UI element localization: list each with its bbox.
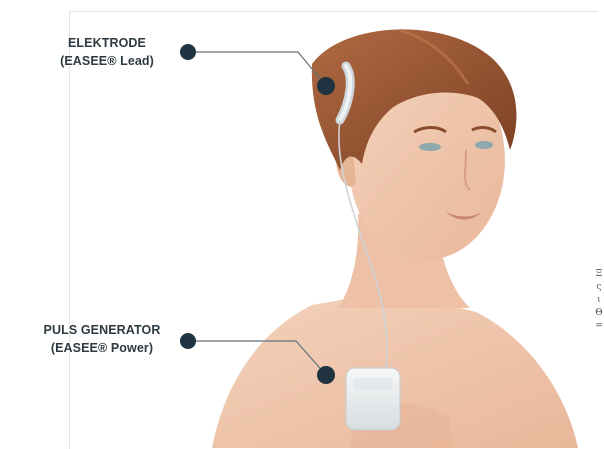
pulse-generator-screen bbox=[353, 378, 393, 390]
generator-callout-end-dot bbox=[317, 366, 335, 384]
electrode-label: ELEKTRODE (EASEE® Lead) bbox=[48, 34, 166, 70]
generator-label: PULS GENERATOR (EASEE® Power) bbox=[28, 321, 176, 357]
edge-glyph: ι bbox=[594, 294, 604, 307]
generator-callout-start-dot bbox=[180, 333, 196, 349]
clipped-edge-text: Ξ ς ι Θ = bbox=[594, 268, 604, 333]
edge-glyph: = bbox=[594, 320, 604, 333]
generator-label-line2: (EASEE® Power) bbox=[28, 339, 176, 357]
pulse-generator-device bbox=[346, 368, 400, 430]
generator-label-line1: PULS GENERATOR bbox=[28, 321, 176, 339]
edge-glyph: Ξ bbox=[594, 268, 604, 281]
right-eye bbox=[475, 141, 493, 149]
electrode-callout-start-dot bbox=[180, 44, 196, 60]
left-eye bbox=[419, 143, 441, 151]
edge-glyph: Θ bbox=[594, 307, 604, 320]
electrode-label-line2: (EASEE® Lead) bbox=[48, 52, 166, 70]
electrode-label-line1: ELEKTRODE bbox=[48, 34, 166, 52]
electrode-leader-line bbox=[188, 52, 326, 86]
electrode-callout-end-dot bbox=[317, 77, 335, 95]
edge-glyph: ς bbox=[594, 281, 604, 294]
